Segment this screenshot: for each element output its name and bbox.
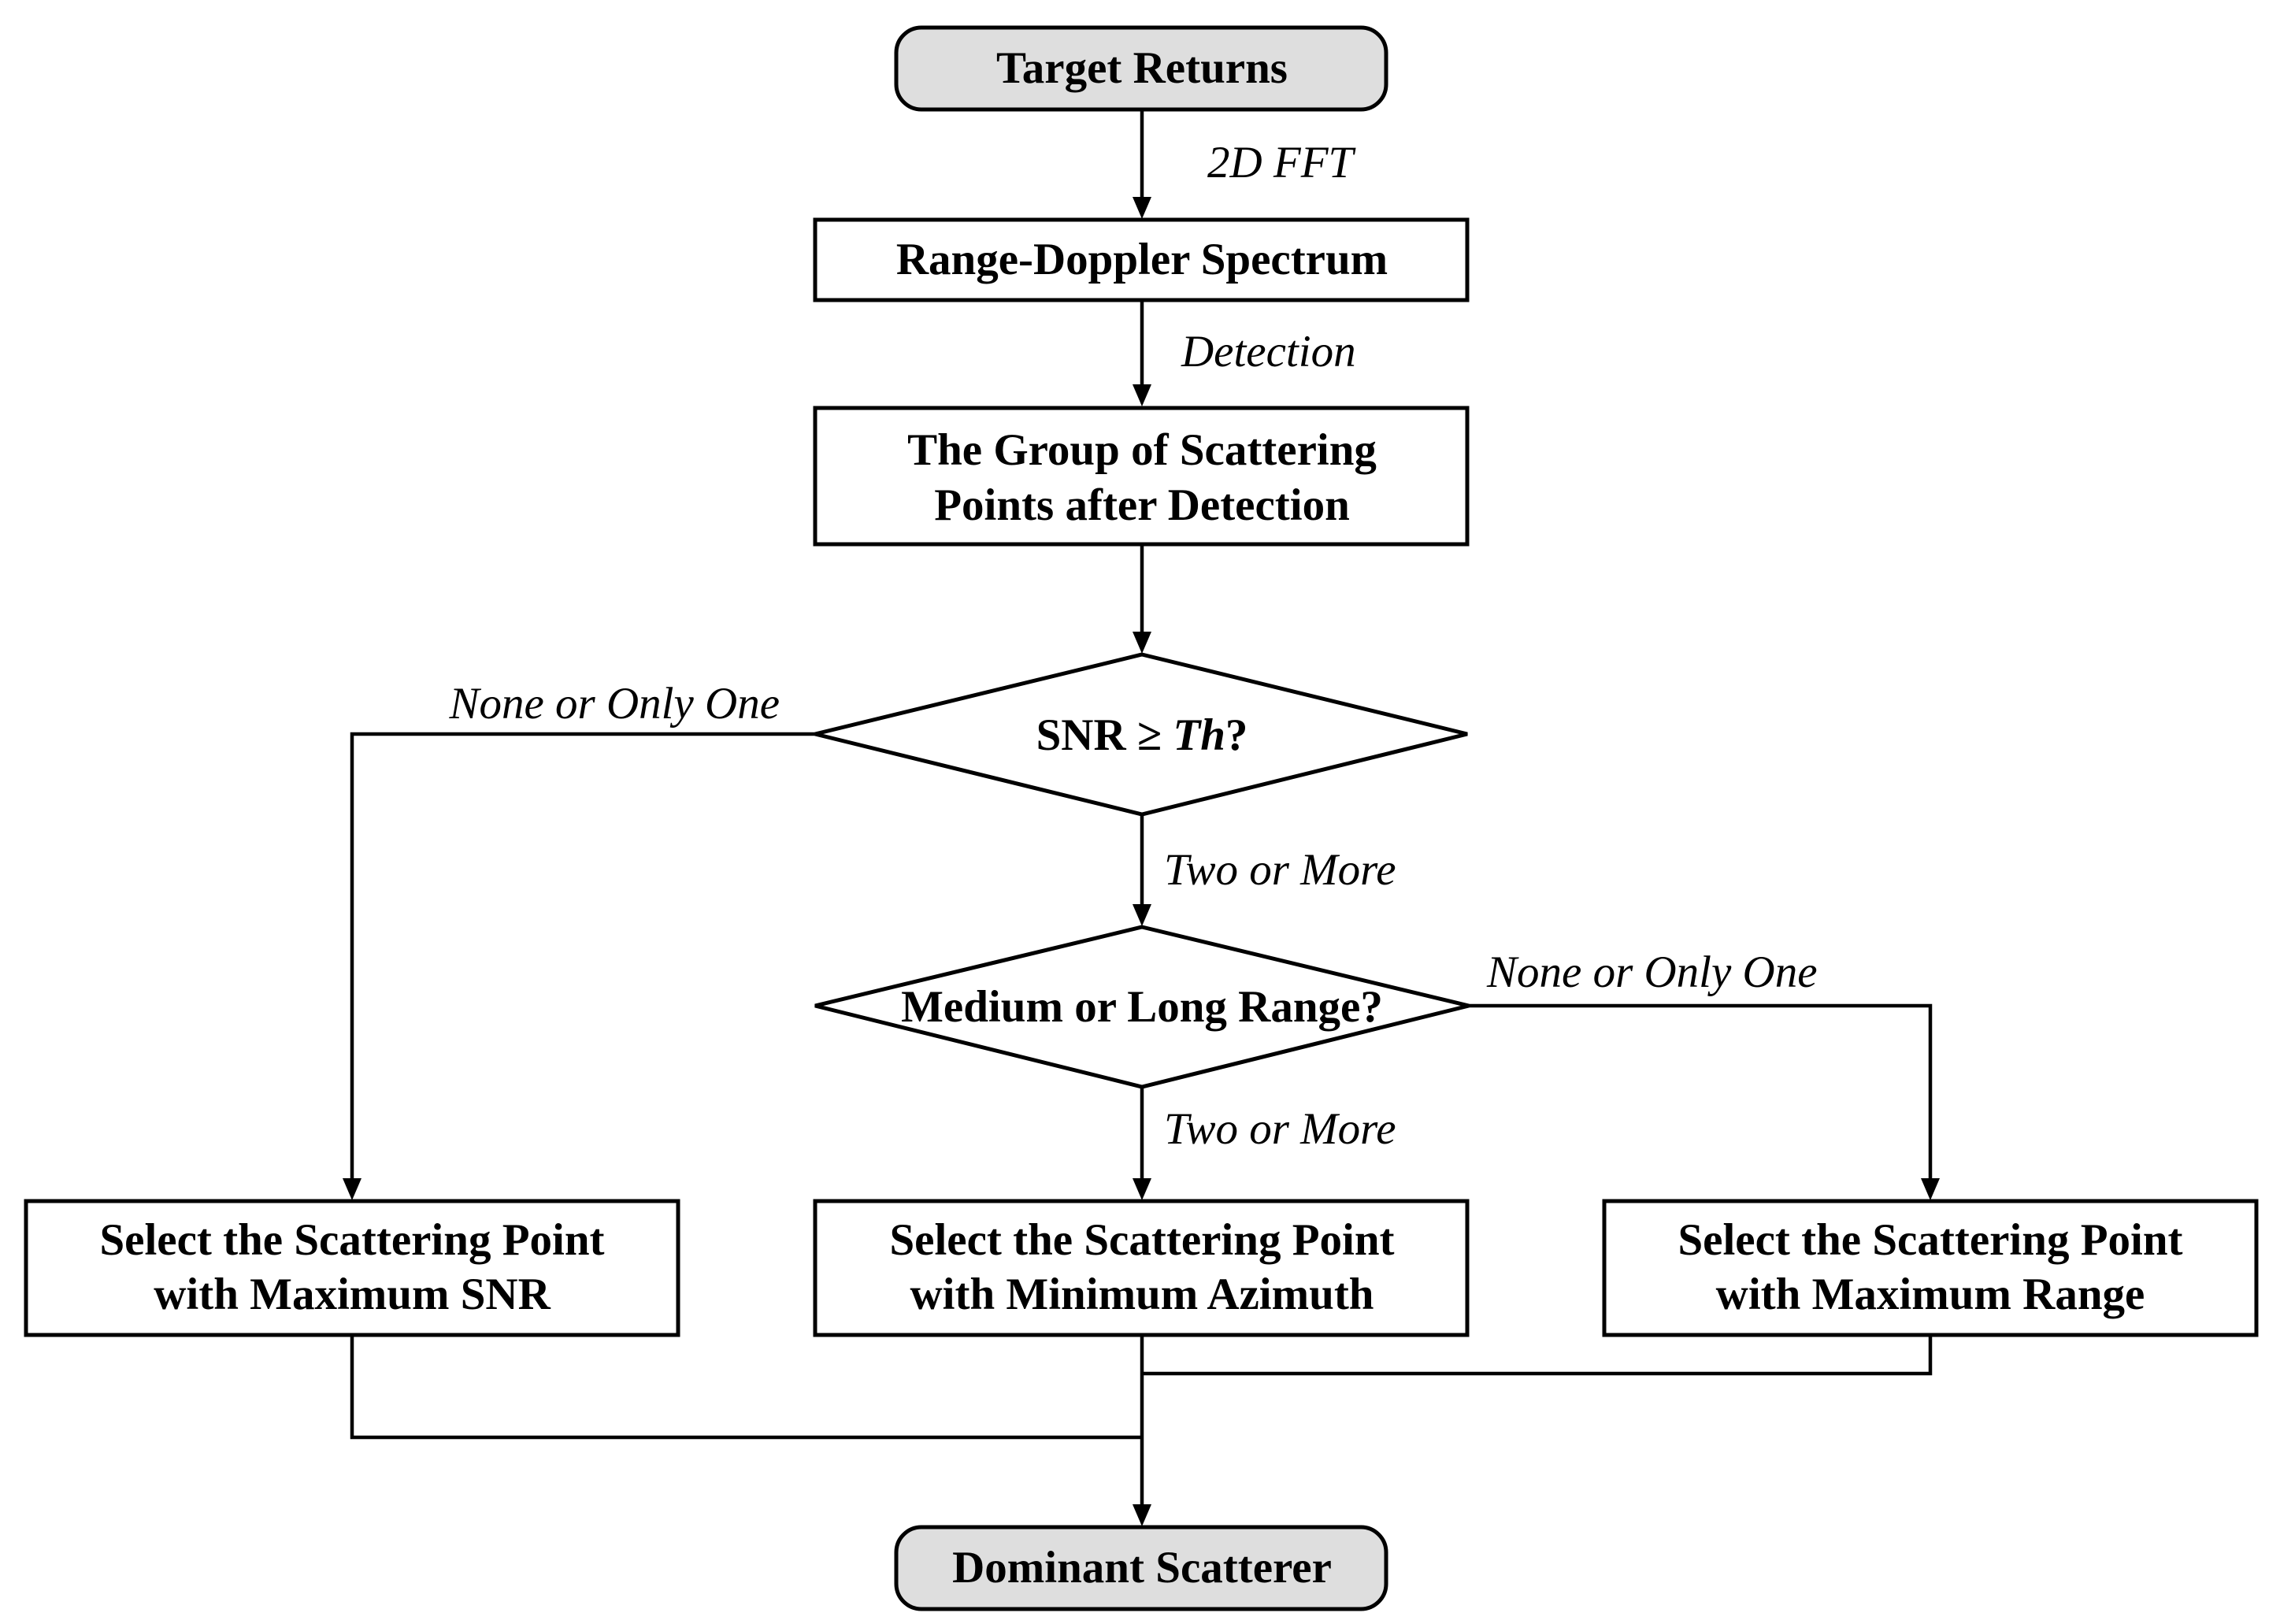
min-azimuth-box-shape [813, 1199, 1470, 1337]
arrowhead [1133, 904, 1151, 926]
start-terminal-label: Target Returns [996, 43, 1288, 93]
max-range-label-line2: with Maximum Range [1716, 1270, 2145, 1319]
range-decision-shape [814, 925, 1470, 1089]
start-terminal: Target Returns [894, 25, 1388, 112]
min-azimuth-label-line2: with Minimum Azimuth [910, 1270, 1374, 1319]
arrowhead [1133, 384, 1151, 406]
edge-labels: 2D FFT Detection None or Only One Two or… [448, 138, 1817, 1154]
end-terminal: Dominant Scatterer [894, 1525, 1388, 1611]
snr-decision-suffix: ? [1225, 710, 1248, 760]
edge-snr-to-max-snr [350, 732, 815, 1183]
edge-max-range-to-merge [1142, 1335, 1933, 1376]
edge-max-snr-to-merge [350, 1335, 1142, 1440]
spectrum-box-shape [813, 217, 1470, 302]
arrowhead [1921, 1178, 1940, 1200]
arrowhead [343, 1178, 361, 1200]
max-snr-label-line2: with Maximum SNR [154, 1270, 551, 1319]
scattering-group-label-line1: The Group of Scattering [907, 425, 1377, 475]
min-azimuth-box: Select the Scattering Point with Minimum… [813, 1199, 1470, 1337]
max-snr-box: Select the Scattering Point with Maximum… [24, 1199, 680, 1337]
snr-decision: SNR ≥ Th? [814, 652, 1468, 817]
snr-decision-prefix: SNR ≥ [1036, 710, 1173, 760]
arrowhead [1133, 1504, 1151, 1526]
label-snr-none-or-one: None or Only One [448, 679, 780, 729]
max-snr-label-line1: Select the Scattering Point [99, 1215, 604, 1265]
range-decision-label: Medium or Long Range? [901, 982, 1383, 1032]
spectrum-box: Range-Doppler Spectrum [813, 217, 1470, 302]
scattering-group-box-shape [813, 406, 1470, 547]
label-range-two-or-more: Two or More [1164, 1104, 1396, 1154]
end-terminal-label: Dominant Scatterer [952, 1543, 1332, 1592]
max-range-box-shape [1602, 1199, 2259, 1337]
label-snr-two-or-more: Two or More [1164, 845, 1396, 895]
max-snr-box-shape [24, 1199, 680, 1337]
snr-decision-variable: Th [1173, 710, 1225, 760]
arrowhead [1133, 1178, 1151, 1200]
snr-decision-shape [814, 652, 1468, 817]
label-range-none-or-one: None or Only One [1486, 947, 1818, 997]
scattering-group-box: The Group of Scattering Points after Det… [813, 406, 1470, 547]
end-terminal-shape [894, 1525, 1388, 1611]
edge-range-to-max-range [1469, 1003, 1933, 1183]
scattering-group-label-line2: Points after Detection [934, 480, 1350, 530]
arrowhead [1133, 632, 1151, 654]
snr-decision-label: SNR ≥ Th? [1036, 710, 1248, 760]
start-terminal-shape [894, 25, 1388, 112]
label-2d-fft: 2D FFT [1207, 138, 1357, 187]
range-decision: Medium or Long Range? [814, 925, 1470, 1089]
max-range-box: Select the Scattering Point with Maximum… [1602, 1199, 2259, 1337]
label-detection: Detection [1181, 327, 1356, 376]
max-range-label-line1: Select the Scattering Point [1678, 1215, 2182, 1265]
edges [343, 110, 1940, 1526]
spectrum-box-label: Range-Doppler Spectrum [896, 235, 1388, 284]
arrowhead [1133, 197, 1151, 219]
min-azimuth-label-line1: Select the Scattering Point [889, 1215, 1394, 1265]
